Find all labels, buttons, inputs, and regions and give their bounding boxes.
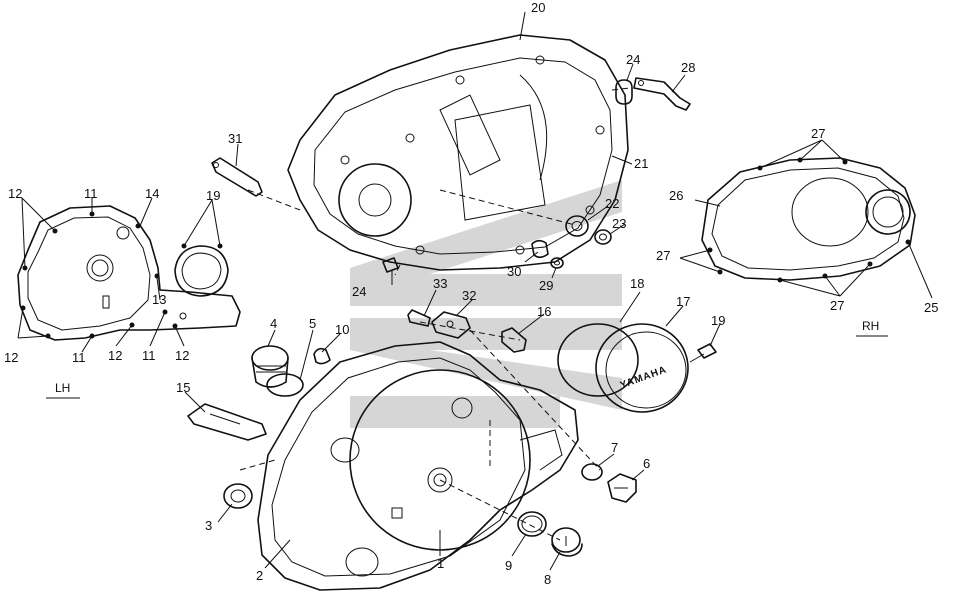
callout-12-mid: 12 [108, 348, 122, 363]
rh-cover-part-26 [701, 157, 916, 283]
callout-28: 28 [681, 60, 695, 75]
callout-31: 31 [228, 131, 242, 146]
cover-part-17: YAMAHA [595, 323, 689, 413]
callout-20: 20 [531, 0, 545, 15]
callout-13: 13 [152, 292, 166, 307]
callout-30: 30 [507, 264, 521, 279]
leader-lines [17, 11, 933, 571]
callout-12-top: 12 [8, 186, 22, 201]
callout-18: 18 [630, 276, 644, 291]
dowel-part-24-top [615, 79, 633, 105]
washer-part-23 [594, 229, 612, 245]
callout-27-left: 27 [656, 248, 670, 263]
seal-part-22 [565, 215, 589, 237]
callout-29: 29 [539, 278, 553, 293]
callout-21: 21 [634, 156, 648, 171]
plate-part-15 [187, 403, 267, 441]
oring-part-5 [266, 373, 304, 397]
breather-part-16 [501, 327, 527, 353]
crankcase-part-20 [287, 34, 629, 271]
collar-part-30 [531, 239, 549, 259]
callout-16: 16 [537, 304, 551, 319]
plug-part-3 [223, 483, 253, 509]
side-labels: LH RH [46, 319, 888, 399]
watermark-logo [350, 180, 622, 428]
rh-label: RH [862, 319, 879, 333]
callout-24: 24 [626, 52, 640, 67]
callout-10: 10 [335, 322, 349, 337]
callout-19-left: 19 [206, 188, 220, 203]
callout-19-right: 19 [711, 313, 725, 328]
callout-26: 26 [669, 188, 683, 203]
brand-label: YAMAHA [619, 364, 669, 391]
callout-9: 9 [505, 558, 512, 573]
holder-part-32 [431, 311, 471, 339]
assembly-lines [239, 87, 631, 541]
callout-11-top: 11 [84, 186, 98, 201]
callout-12-left: 12 [4, 350, 18, 365]
callout-7: 7 [611, 440, 618, 455]
callout-8: 8 [544, 572, 551, 587]
gasket-part-18 [557, 323, 639, 397]
screw-part-19 [689, 343, 717, 363]
callout-14: 14 [145, 186, 159, 201]
callout-labels: 20 24 28 21 31 22 23 30 29 24 33 32 18 1… [4, 0, 938, 587]
lh-label: LH [55, 381, 70, 395]
callout-2: 2 [256, 568, 263, 583]
callout-11-mid: 11 [142, 348, 156, 363]
cap-part-4 [251, 345, 289, 388]
callout-4: 4 [270, 316, 277, 331]
callout-3: 3 [205, 518, 212, 533]
washer-part-7 [581, 463, 603, 481]
bracket-part-31 [211, 157, 263, 197]
callout-11-bottom: 11 [72, 350, 86, 365]
callout-24-lower: 24 [352, 284, 366, 299]
callout-15: 15 [176, 380, 190, 395]
callout-27-top: 27 [811, 126, 825, 141]
bolt-part-33 [407, 309, 431, 327]
washer-part-29 [550, 257, 564, 269]
callout-33: 33 [433, 276, 447, 291]
callout-32: 32 [462, 288, 476, 303]
callout-17: 17 [676, 294, 690, 309]
dowel-part-10 [313, 347, 331, 365]
callout-22: 22 [605, 196, 619, 211]
bolt-part-6 [607, 473, 637, 503]
dowel-part-24-bottom [382, 257, 399, 273]
callout-23: 23 [612, 216, 626, 231]
lh-cover-assembly [17, 205, 241, 341]
callout-1: 1 [437, 556, 444, 571]
plate-part-28 [633, 77, 691, 111]
callout-27-bottom: 27 [830, 298, 844, 313]
callout-5: 5 [309, 316, 316, 331]
callout-25: 25 [924, 300, 938, 315]
callout-6: 6 [643, 456, 650, 471]
oring-part-9 [517, 511, 547, 537]
callout-12-right: 12 [175, 348, 189, 363]
cap-part-8 [551, 527, 583, 557]
